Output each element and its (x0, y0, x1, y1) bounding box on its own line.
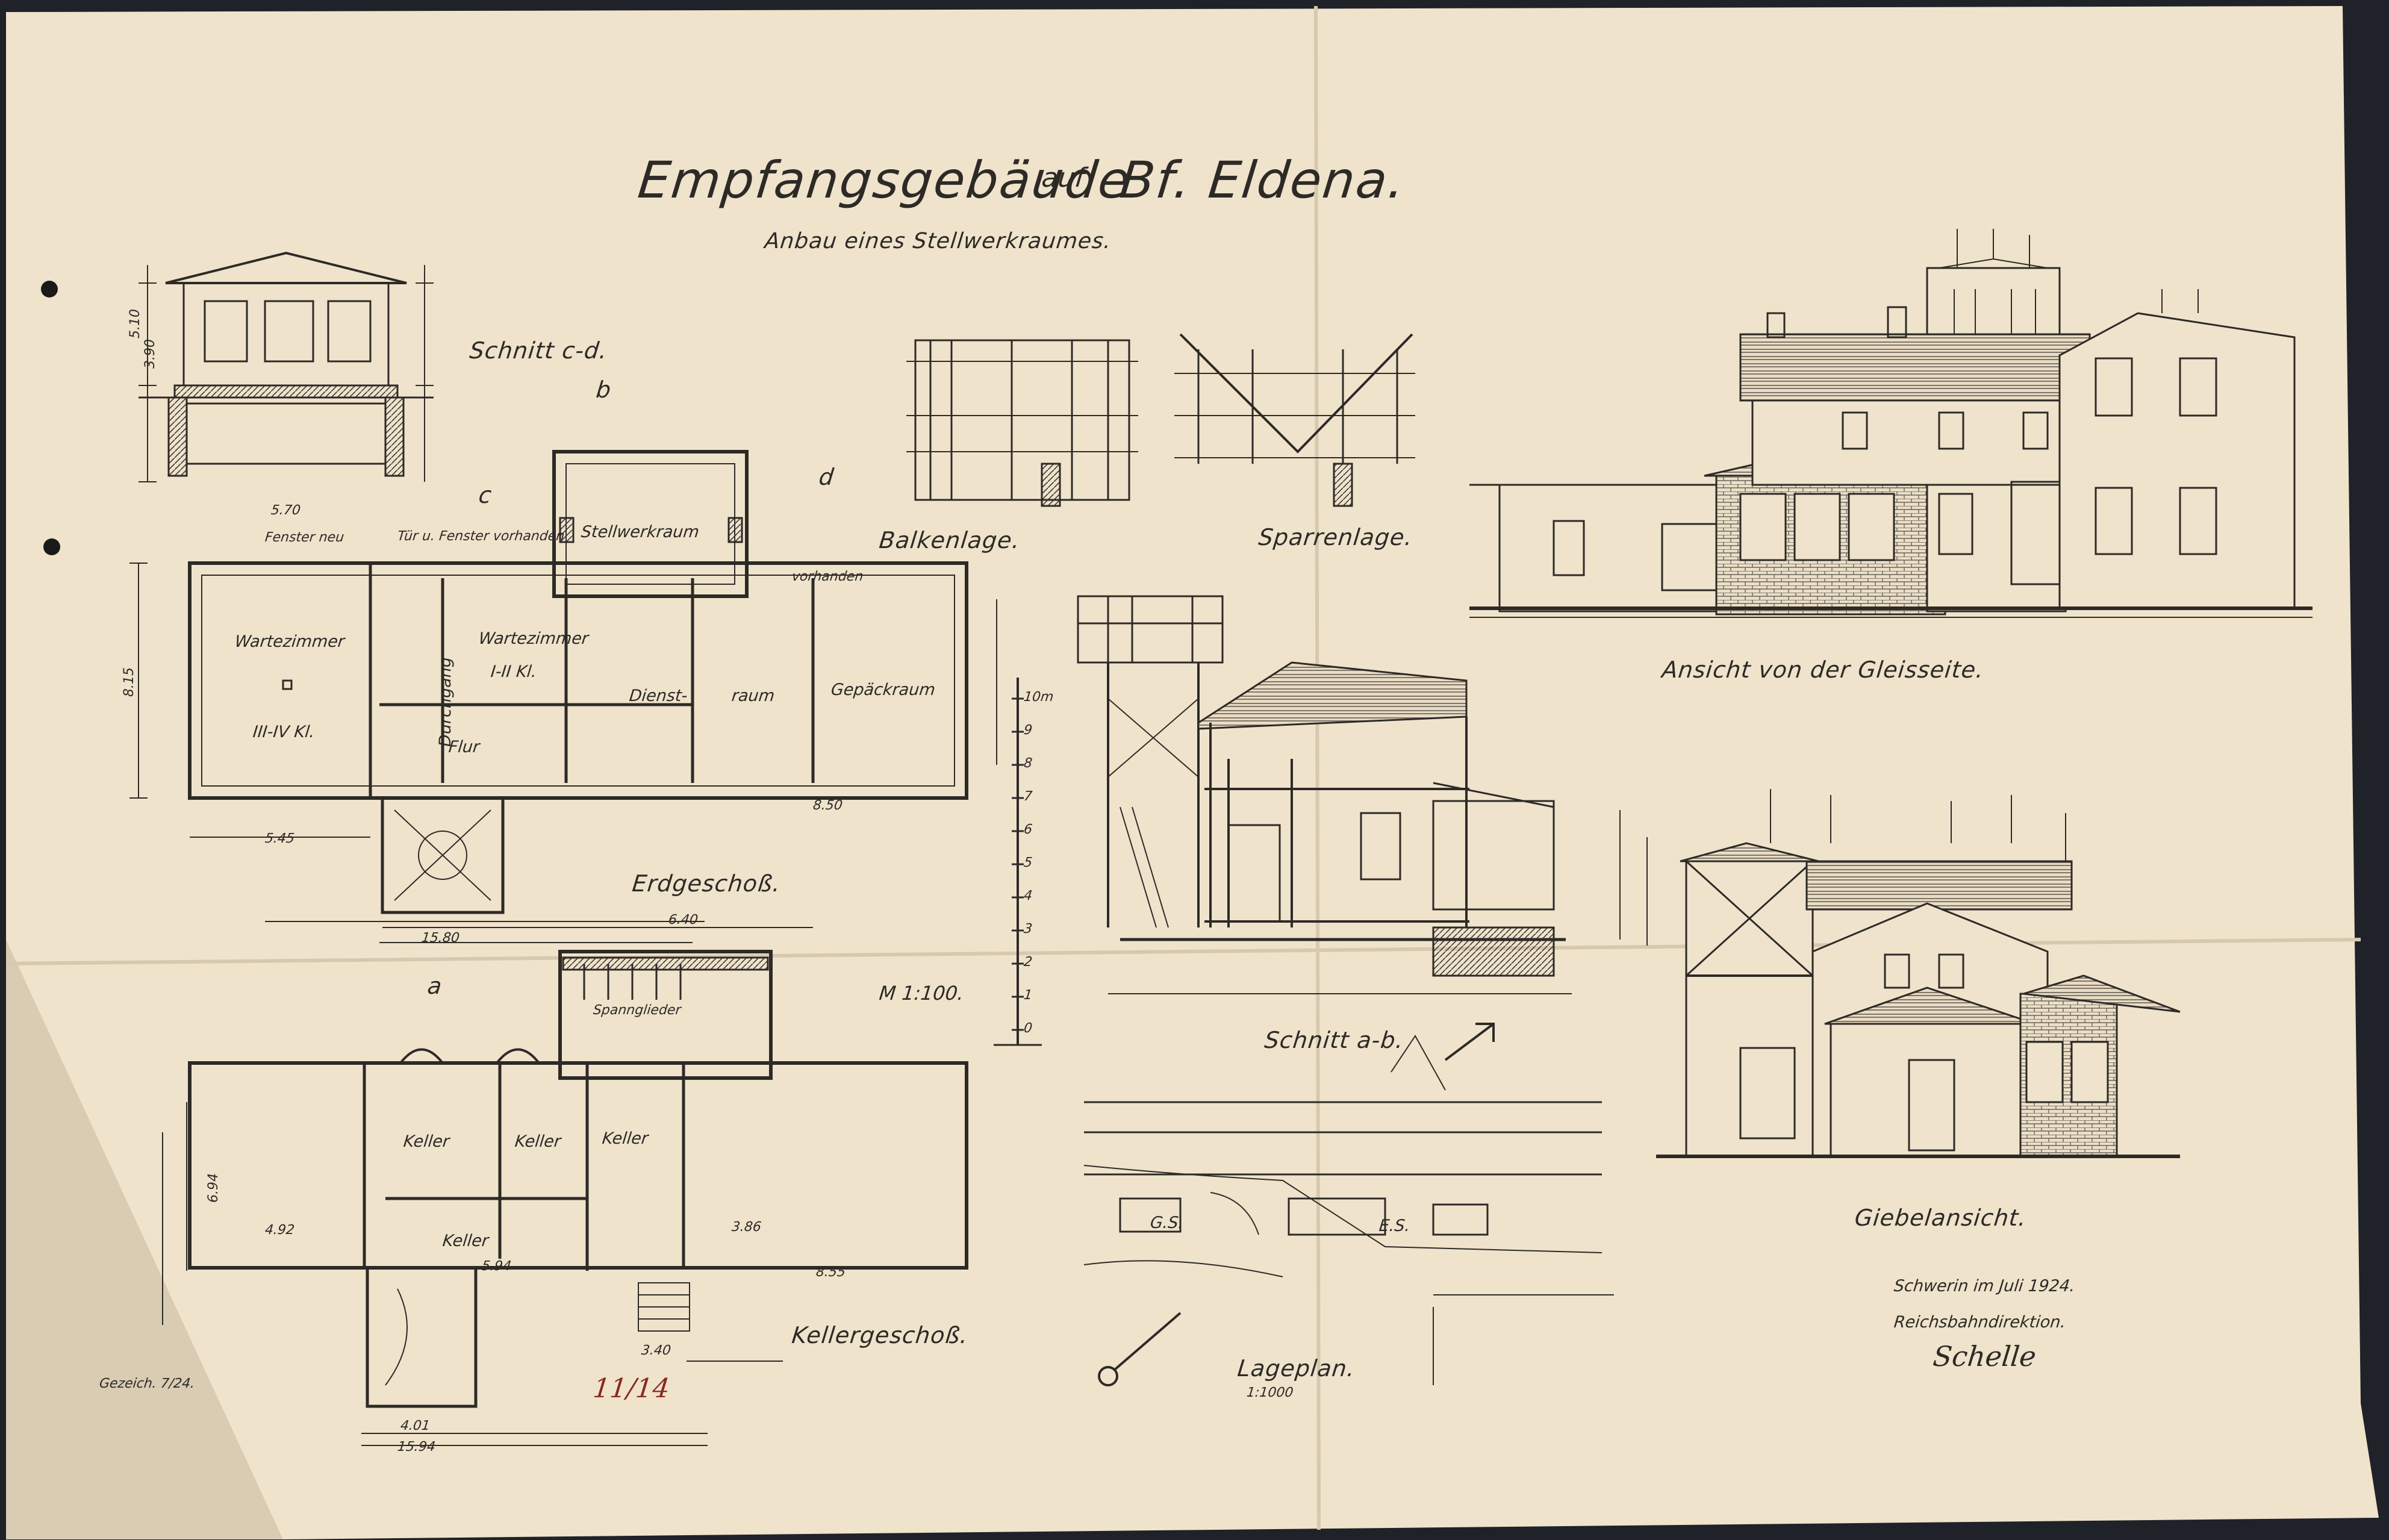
dim-594: 5.94 (481, 1259, 512, 1274)
punch-hole-1 (41, 281, 58, 298)
room-keller-3: Keller (601, 1129, 649, 1148)
caption-kellergeschoss: Kellergeschoß. (790, 1322, 970, 1348)
dim-1580: 15.80 (420, 931, 461, 946)
scale-tick-9: 9 (1023, 723, 1033, 738)
room-wartezimmer-1: Wartezimmer (234, 632, 346, 651)
room-keller-1: Keller (402, 1132, 450, 1151)
label-gs: G.S. (1149, 1214, 1185, 1232)
scale-tick-2: 2 (1023, 955, 1033, 970)
section-mark-b: b (594, 376, 613, 403)
room-klasse-2: I-II Kl. (490, 662, 538, 681)
balkenlage-drawing (906, 339, 1138, 507)
label-spannglieder: Spannglieder (592, 1003, 682, 1018)
drawn-by-note: Gezeich. 7/24. (98, 1376, 196, 1391)
lageplan-drawing (1083, 1023, 1614, 1386)
room-durchgang: Durchgang (435, 657, 455, 747)
room-stellwerkraum: Stellwerkraum (580, 523, 700, 541)
dim-850: 8.50 (812, 798, 844, 813)
punch-hole-2 (43, 538, 60, 555)
dim-640: 6.40 (667, 912, 699, 927)
subtitle: Anbau eines Stellwerkraumes. (763, 229, 1113, 254)
room-klasse-1: III-IV Kl. (252, 723, 316, 741)
folded-corner (6, 940, 283, 1539)
caption-lageplan: Lageplan. (1236, 1355, 1357, 1382)
dim-815: 8.15 (121, 667, 137, 697)
scale-bar-graphic (994, 678, 1042, 1046)
caption-schnitt-cd: Schnitt c-d. (468, 337, 609, 364)
sparrenlage-drawing (1174, 333, 1415, 507)
room-keller-2: Keller (514, 1132, 562, 1151)
scale-tick-1: 1 (1023, 988, 1033, 1003)
lageplan-scale: 1:1000 (1245, 1385, 1294, 1400)
scale-tick-8: 8 (1023, 756, 1033, 771)
dim-340: 3.40 (640, 1343, 672, 1358)
dim-492: 4.92 (264, 1223, 296, 1238)
giebelansicht-drawing (1656, 789, 2181, 1158)
dim-545: 5.45 (264, 831, 296, 846)
label-fenster: Fenster neu (264, 530, 345, 545)
dim-401: 4.01 (399, 1418, 431, 1433)
footer-authority: Reichsbahndirektion. (1893, 1313, 2067, 1332)
label-es: E.S. (1378, 1217, 1412, 1235)
pencil-note: 11/14 (591, 1373, 671, 1404)
room-wartezimmer-2: Wartezimmer (478, 629, 590, 648)
scale-tick-4: 4 (1023, 888, 1033, 903)
room-gepaeckraum: Gepäckraum (830, 681, 936, 699)
dim-855: 8.55 (815, 1265, 847, 1280)
room-dienstraum-2: raum (730, 687, 776, 705)
title-station: Bf. Eldena. (1117, 151, 1409, 210)
schnitt-cd-drawing (139, 251, 434, 482)
dim-694: 6.94 (205, 1173, 221, 1203)
dim-570: 5.70 (270, 503, 302, 518)
paper (6, 6, 2379, 1539)
caption-erdgeschoss: Erdgeschoß. (631, 870, 782, 897)
scale-tick-5: 5 (1023, 855, 1033, 870)
dim-386: 3.86 (730, 1220, 762, 1235)
label-vorhanden: vorhanden (791, 569, 864, 584)
room-flur: Flur (447, 738, 481, 756)
kellergeschoss-plan (162, 950, 968, 1446)
schnitt-ab-drawing (1077, 595, 1648, 994)
section-mark-c: c (477, 482, 494, 508)
section-mark-d: d (817, 464, 836, 490)
caption-schnitt-ab: Schnitt a-b. (1263, 1027, 1406, 1053)
caption-giebelansicht: Giebelansicht. (1853, 1205, 2028, 1231)
room-keller-4: Keller (441, 1232, 490, 1250)
caption-sparrenlage: Sparrenlage. (1257, 524, 1414, 550)
scale-tick-6: 6 (1023, 822, 1033, 837)
scale-tick-7: 7 (1023, 789, 1033, 804)
dim-1594: 15.94 (396, 1439, 437, 1454)
caption-ansicht-gleisseite: Ansicht von der Gleisseite. (1660, 656, 1986, 683)
dim-390: 3.90 (142, 339, 158, 369)
footer-place-date: Schwerin im Juli 1924. (1893, 1277, 2076, 1295)
dim-510: 5.10 (127, 309, 143, 338)
caption-balkenlage: Balkenlage. (877, 527, 1022, 553)
drawing-scale: M 1:100. (878, 982, 965, 1005)
title-auf: auf (1040, 163, 1086, 193)
label-tuer: Tür u. Fenster vorhanden (396, 529, 565, 544)
section-mark-a: a (426, 973, 444, 999)
ansicht-gleisseite-drawing (1469, 229, 2313, 618)
erdgeschoss-plan (129, 450, 997, 943)
scale-tick-3: 3 (1023, 921, 1033, 937)
room-dienstraum: Dienst- (628, 687, 689, 705)
footer-signature: Schelle (1931, 1340, 2038, 1373)
scale-tick-10: 10m (1023, 690, 1054, 705)
scale-tick-0: 0 (1023, 1021, 1033, 1036)
